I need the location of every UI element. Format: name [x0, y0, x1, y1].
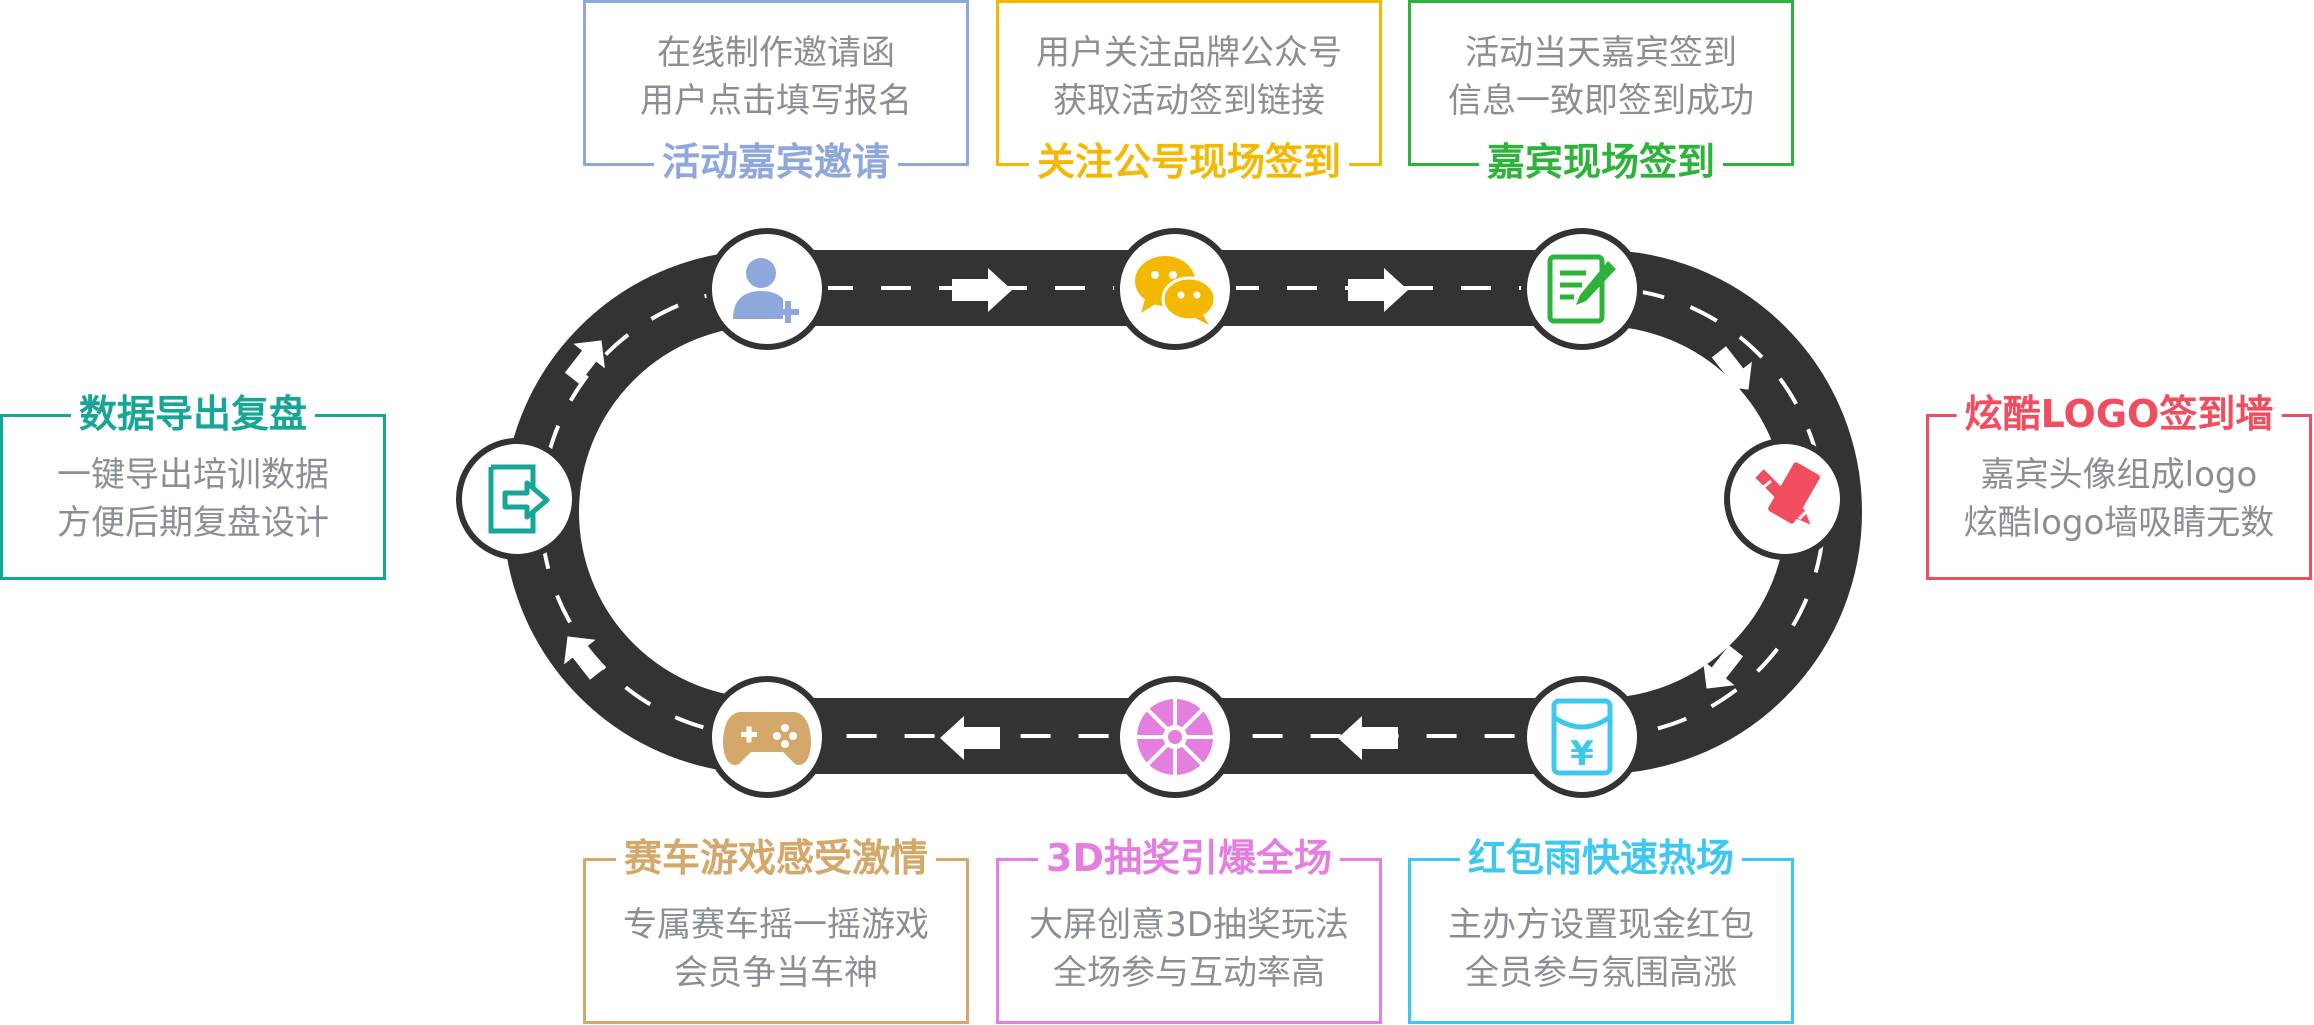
step-line: 一键导出培训数据 — [57, 455, 329, 495]
step-line: 全员参与氛围高涨 — [1465, 953, 1737, 993]
node-redpacket: ¥ — [1521, 676, 1643, 798]
step-box-export: 数据导出复盘 一键导出培训数据 方便后期复盘设计 — [0, 391, 386, 580]
road-arrow-curve-tl — [564, 340, 605, 384]
step-box-logo: 炫酷LOGO签到墙 嘉宾头像组成logo 炫酷logo墙吸睛无数 — [1926, 391, 2312, 580]
node-invite — [706, 228, 828, 350]
step-line: 会员争当车神 — [674, 953, 878, 993]
step-line: 主办方设置现金红包 — [1448, 905, 1754, 945]
design-tools-icon — [1755, 462, 1820, 525]
add-user-icon — [733, 258, 799, 323]
step-box-follow: 用户关注品牌公众号 获取活动签到链接 关注公号现场签到 — [996, 0, 1382, 185]
node-export — [456, 438, 578, 560]
step-line: 嘉宾头像组成logo — [1980, 455, 2258, 495]
svg-text:¥: ¥ — [1570, 734, 1594, 774]
wechat-icon — [1135, 256, 1217, 325]
red-packet-icon: ¥ — [1551, 698, 1613, 776]
step-title: 3D抽奖引爆全场 — [1038, 835, 1340, 881]
step-line: 全场参与互动率高 — [1053, 953, 1325, 993]
step-line: 专属赛车摇一摇游戏 — [623, 905, 929, 945]
road-track — [503, 250, 1862, 774]
sign-form-icon — [1547, 254, 1616, 324]
step-title: 红包雨快速热场 — [1459, 835, 1743, 881]
step-line: 用户关注品牌公众号 — [1036, 33, 1342, 73]
node-checkin — [1521, 228, 1643, 350]
export-icon — [488, 464, 550, 534]
node-racing — [706, 676, 828, 798]
node-follow — [1114, 228, 1236, 350]
step-title: 活动嘉宾邀请 — [653, 139, 899, 185]
node-logo — [1724, 438, 1846, 560]
step-box-redpacket: 红包雨快速热场 主办方设置现金红包 全员参与氛围高涨 — [1408, 835, 1794, 1024]
road-arrow-curve-br — [1703, 645, 1744, 689]
step-box-checkin: 活动当天嘉宾签到 信息一致即签到成功 嘉宾现场签到 — [1408, 0, 1794, 185]
step-title: 关注公号现场签到 — [1028, 139, 1350, 185]
step-box-racing: 赛车游戏感受激情 专属赛车摇一摇游戏 会员争当车神 — [583, 835, 969, 1024]
step-line: 方便后期复盘设计 — [57, 503, 329, 543]
gamepad-icon — [723, 712, 811, 766]
step-box-lottery: 3D抽奖引爆全场 大屏创意3D抽奖玩法 全场参与互动率高 — [996, 835, 1382, 1024]
step-line: 在线制作邀请函 — [657, 33, 895, 73]
step-title: 数据导出复盘 — [70, 391, 316, 437]
step-line: 炫酷logo墙吸睛无数 — [1963, 503, 2275, 543]
road-arrow-left-1 — [1338, 716, 1398, 760]
step-title: 赛车游戏感受激情 — [615, 835, 937, 881]
step-box-invite: 在线制作邀请函 用户点击填写报名 活动嘉宾邀请 — [583, 0, 969, 185]
road-arrow-curve-tr — [1711, 346, 1752, 390]
step-line: 大屏创意3D抽奖玩法 — [1029, 905, 1349, 945]
road-dashes — [539, 286, 1826, 738]
step-line: 用户点击填写报名 — [640, 81, 912, 121]
step-title: 嘉宾现场签到 — [1478, 139, 1724, 185]
step-line: 活动当天嘉宾签到 — [1465, 33, 1737, 73]
lottery-wheel-icon — [1137, 699, 1213, 775]
node-lottery — [1114, 676, 1236, 798]
road-arrow-curve-bl — [564, 636, 605, 680]
road-arrow-left-2 — [940, 716, 1000, 760]
road-arrow-right-2 — [1348, 268, 1408, 312]
step-line: 信息一致即签到成功 — [1448, 81, 1754, 121]
step-line: 获取活动签到链接 — [1053, 81, 1325, 121]
road-arrow-right-1 — [952, 268, 1012, 312]
step-title: 炫酷LOGO签到墙 — [1956, 391, 2282, 437]
